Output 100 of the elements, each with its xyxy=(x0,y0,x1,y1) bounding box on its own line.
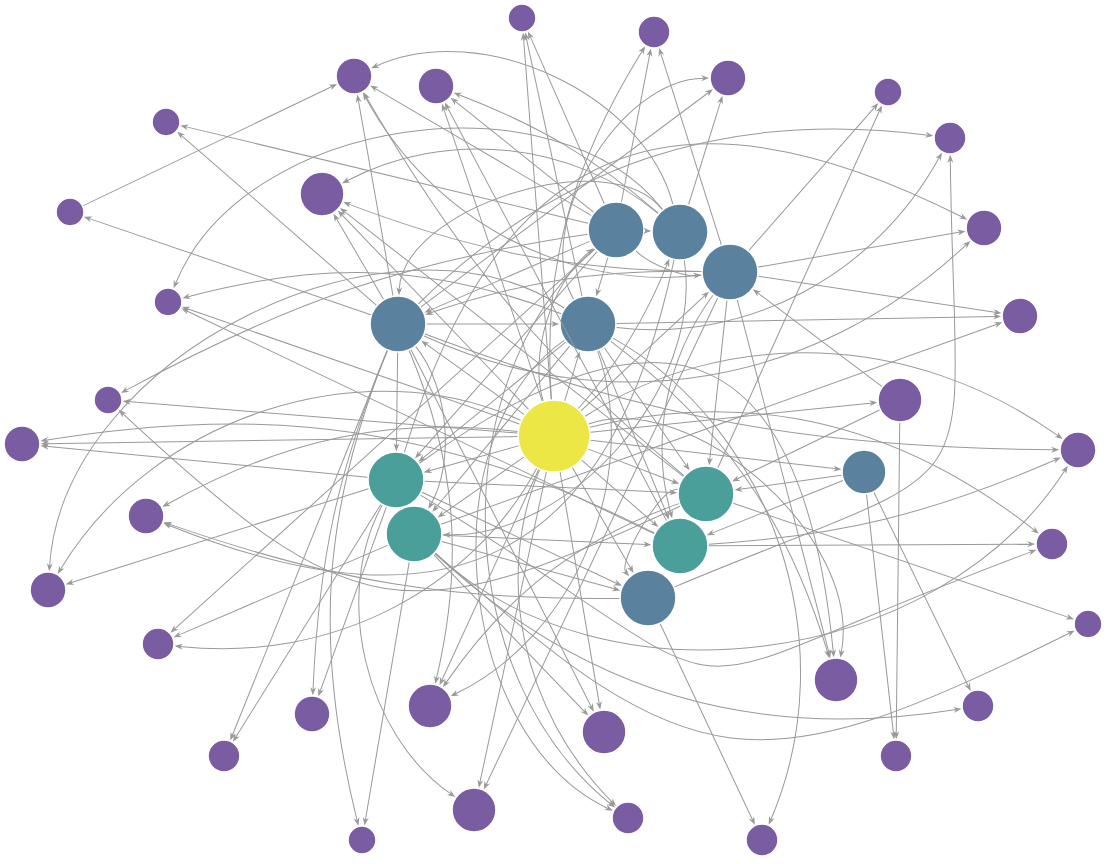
edge-line xyxy=(175,467,538,650)
edge-line xyxy=(442,534,651,547)
edge-line xyxy=(485,248,615,808)
graph-node xyxy=(637,15,671,49)
graph-node xyxy=(347,825,377,855)
edge-line xyxy=(370,85,592,216)
edge-line xyxy=(445,103,667,522)
edge-line xyxy=(84,216,372,316)
edge-line xyxy=(57,390,522,574)
graph-node xyxy=(127,497,165,535)
edge-line xyxy=(674,155,956,588)
graph-node xyxy=(813,657,859,703)
graph-node xyxy=(385,505,443,563)
graph-node xyxy=(207,739,241,773)
edge-line xyxy=(623,488,679,576)
graph-node xyxy=(407,683,453,729)
edge-line xyxy=(616,153,942,331)
edge-line xyxy=(735,474,842,492)
edge-line xyxy=(517,469,616,806)
edge-line xyxy=(434,553,961,720)
edge-line xyxy=(171,248,596,633)
graph-node xyxy=(651,517,709,575)
edge-line xyxy=(477,471,547,787)
graph-node xyxy=(873,77,903,107)
edge-line xyxy=(423,241,970,383)
edge-line xyxy=(521,33,552,400)
edge-line xyxy=(394,352,399,451)
graph-node xyxy=(701,243,759,301)
graph-node xyxy=(745,823,779,857)
edge-line xyxy=(610,340,830,658)
graph-node xyxy=(677,465,735,523)
graph-node xyxy=(1073,609,1103,639)
edge-line xyxy=(440,322,1002,525)
edge-line xyxy=(342,148,659,214)
edge-line xyxy=(581,459,658,527)
edge-line xyxy=(41,444,368,478)
graph-node xyxy=(451,787,497,833)
edge-line xyxy=(422,341,525,416)
edge-line xyxy=(174,544,389,638)
edge-line xyxy=(443,260,687,538)
edge-line xyxy=(528,32,605,205)
graph-node xyxy=(611,801,645,835)
edge-line xyxy=(426,321,559,327)
graph-node xyxy=(299,171,345,217)
edge-line xyxy=(475,339,613,811)
edge-line xyxy=(571,467,634,573)
edge-line xyxy=(415,251,598,458)
graph-node xyxy=(141,627,175,661)
edge-line xyxy=(371,51,674,205)
edge-line xyxy=(439,468,540,685)
edge-line xyxy=(433,554,588,716)
edge-line xyxy=(121,233,588,393)
edge-line xyxy=(164,522,620,599)
edge-line xyxy=(181,124,589,224)
graph-node xyxy=(877,377,923,423)
edge-line xyxy=(707,480,844,536)
graph-node xyxy=(587,201,645,259)
graph-node xyxy=(369,295,427,353)
edge-line xyxy=(173,127,663,288)
edge-line xyxy=(588,418,844,657)
edge-line xyxy=(363,93,702,278)
edge-line xyxy=(441,541,620,592)
graph-node xyxy=(367,451,425,509)
edge-line xyxy=(451,350,612,697)
edge-line xyxy=(415,346,446,509)
edge-line xyxy=(403,143,967,453)
edge-line xyxy=(707,300,728,465)
edge-line xyxy=(732,409,880,482)
edge-line xyxy=(41,436,518,446)
edge-line xyxy=(758,275,1001,315)
edge-line xyxy=(443,503,680,687)
edge-line xyxy=(538,248,594,402)
edge-line xyxy=(363,93,685,477)
edge-line xyxy=(177,132,377,306)
edge-line xyxy=(661,294,714,518)
edge-line xyxy=(329,350,388,825)
edge-line xyxy=(424,445,520,473)
edge-line xyxy=(164,259,675,575)
edge-line xyxy=(310,350,388,695)
edge-line xyxy=(732,502,1074,620)
edge-line xyxy=(589,411,1039,534)
graph-node xyxy=(153,287,183,317)
graph-node xyxy=(151,107,181,137)
edge-line xyxy=(338,211,530,410)
edge-line xyxy=(659,623,755,824)
edge-line xyxy=(183,272,562,315)
graph-node xyxy=(581,709,627,755)
edge-line xyxy=(66,488,370,585)
edge-line xyxy=(123,399,518,434)
edge-line xyxy=(424,480,677,495)
edge-line xyxy=(441,104,543,402)
graph-node xyxy=(417,67,455,105)
edge-line xyxy=(603,347,690,470)
graph-node xyxy=(879,739,913,773)
graph-node xyxy=(29,571,67,609)
edge-line xyxy=(410,349,594,711)
edge-line xyxy=(424,333,1059,453)
edge-line xyxy=(748,103,878,251)
graph-node xyxy=(517,399,591,473)
edge-line xyxy=(396,181,663,295)
